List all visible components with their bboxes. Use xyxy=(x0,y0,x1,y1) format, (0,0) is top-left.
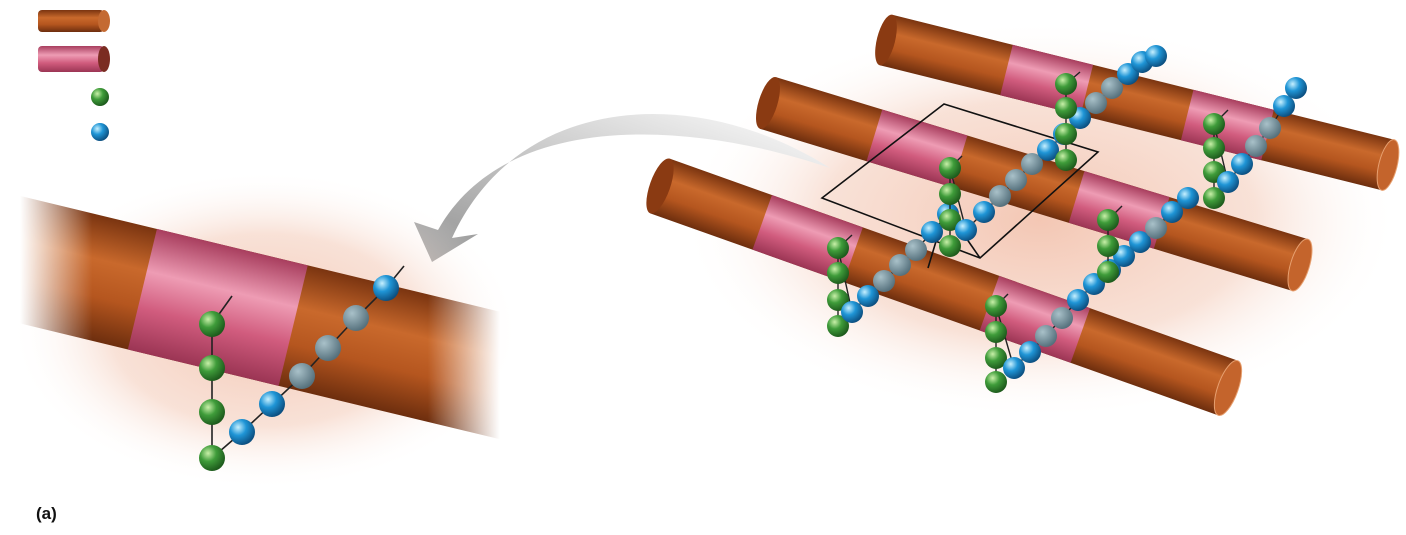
green-bead xyxy=(939,183,961,205)
green-bead xyxy=(1203,187,1225,209)
legend xyxy=(38,10,110,141)
hidden-bead xyxy=(343,305,369,331)
green-bead-icon xyxy=(91,88,109,106)
blue-bead xyxy=(1019,341,1041,363)
blue-bead xyxy=(1217,171,1239,193)
blue-bead xyxy=(1145,45,1167,67)
zoom-fiber-rod xyxy=(20,189,595,456)
fiber-rod-front xyxy=(646,158,1243,417)
blue-bead xyxy=(1273,95,1295,117)
zoom-view xyxy=(20,189,595,456)
blue-bead-icon xyxy=(91,123,109,141)
blue-bead xyxy=(857,285,879,307)
hidden-bead xyxy=(289,363,315,389)
hidden-bead xyxy=(1259,117,1281,139)
hidden-bead xyxy=(1145,217,1167,239)
green-bead xyxy=(1097,209,1119,231)
pink-band xyxy=(979,275,1091,363)
hidden-bead xyxy=(905,239,927,261)
rod-end xyxy=(524,325,595,456)
blue-bead xyxy=(1037,139,1059,161)
zoom-crosslink-chain xyxy=(199,265,405,471)
green-bead xyxy=(1203,113,1225,135)
green-bead xyxy=(199,399,225,425)
green-bead xyxy=(939,235,961,257)
hidden-bead xyxy=(989,185,1011,207)
pink-band xyxy=(127,228,308,386)
green-bead xyxy=(199,311,225,337)
green-bead xyxy=(1055,97,1077,119)
bead-chains xyxy=(827,45,1307,393)
hidden-bead xyxy=(1051,307,1073,329)
pink-rod-icon xyxy=(38,46,110,72)
blue-bead xyxy=(1285,77,1307,99)
blue-bead xyxy=(1003,357,1025,379)
rod-end xyxy=(1213,359,1243,417)
crosslink-chain xyxy=(1203,77,1307,209)
green-bead xyxy=(939,157,961,179)
hidden-bead xyxy=(1245,135,1267,157)
crosslink-chain xyxy=(1055,71,1081,171)
hidden-bead xyxy=(315,335,341,361)
blue-bead xyxy=(1067,289,1089,311)
green-bead xyxy=(1055,123,1077,145)
blue-bead xyxy=(1129,231,1151,253)
green-bead xyxy=(985,295,1007,317)
hidden-bead xyxy=(873,270,895,292)
blue-bead xyxy=(841,301,863,323)
brown-rod-icon xyxy=(38,10,110,32)
rod-end xyxy=(1376,139,1400,191)
blue-bead xyxy=(229,419,255,445)
green-bead xyxy=(827,315,849,337)
rod-end xyxy=(1287,238,1313,292)
blue-bead xyxy=(373,275,399,301)
green-bead xyxy=(939,209,961,231)
blue-bead xyxy=(955,219,977,241)
hidden-bead xyxy=(889,254,911,276)
pink-band xyxy=(1068,171,1170,249)
hidden-bead xyxy=(1101,77,1123,99)
green-bead xyxy=(985,321,1007,343)
green-bead xyxy=(985,371,1007,393)
blue-bead xyxy=(1161,201,1183,223)
green-bead xyxy=(1055,149,1077,171)
crosslink-chain xyxy=(939,45,1167,257)
green-bead xyxy=(199,445,225,471)
green-bead xyxy=(827,237,849,259)
green-bead xyxy=(1203,137,1225,159)
pink-band xyxy=(752,195,863,283)
blue-bead xyxy=(1113,245,1135,267)
hidden-bead xyxy=(1005,169,1027,191)
blue-bead xyxy=(1177,187,1199,209)
blue-bead xyxy=(973,201,995,223)
green-bead xyxy=(985,347,1007,369)
green-bead xyxy=(1097,261,1119,283)
zoom-bead-chain xyxy=(199,265,405,471)
blue-bead xyxy=(1231,153,1253,175)
blue-bead xyxy=(259,391,285,417)
green-bead xyxy=(827,262,849,284)
panel-label: (a) xyxy=(36,504,57,523)
blue-bead xyxy=(921,221,943,243)
pink-band xyxy=(1000,44,1094,116)
green-bead xyxy=(199,355,225,381)
green-bead xyxy=(1055,73,1077,95)
hidden-bead xyxy=(1035,325,1057,347)
hidden-bead xyxy=(1085,92,1107,114)
crosslink-chain xyxy=(827,203,959,337)
hidden-bead xyxy=(1021,153,1043,175)
crosslink-chain xyxy=(1097,205,1123,283)
green-bead xyxy=(1097,235,1119,257)
